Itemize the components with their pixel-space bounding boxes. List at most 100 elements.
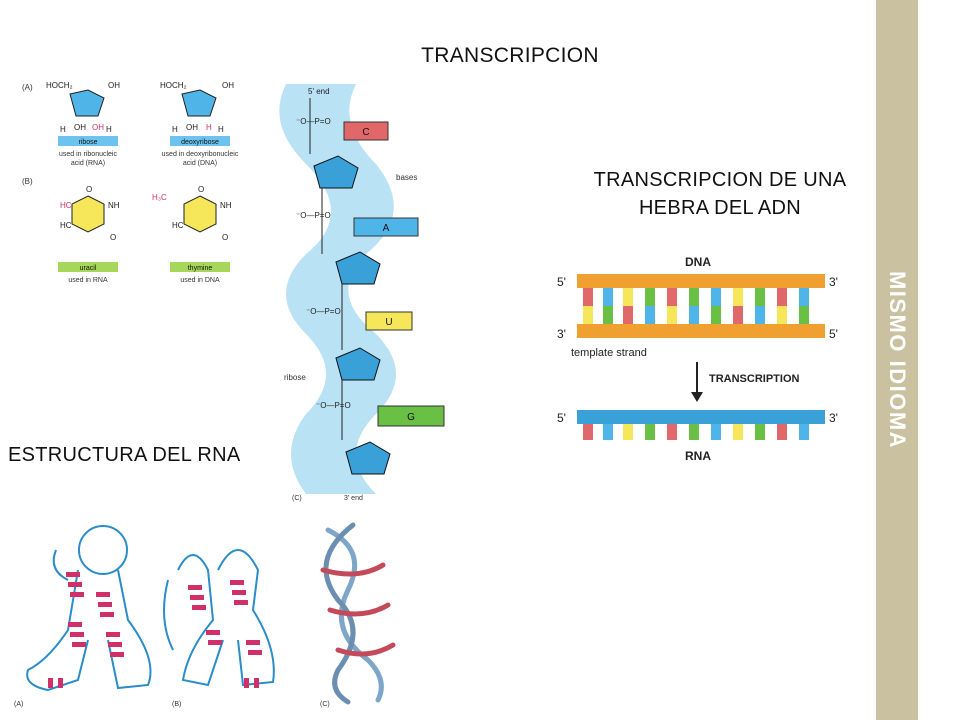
ribose-label: ribose bbox=[284, 373, 306, 382]
svg-text:OH: OH bbox=[186, 123, 198, 132]
sugar-2 bbox=[335, 251, 381, 285]
dna-top-3: 3' bbox=[829, 275, 838, 289]
svg-text:C: C bbox=[362, 127, 369, 138]
dna-top-strand bbox=[577, 274, 825, 288]
template-strand-label: template strand bbox=[571, 347, 647, 359]
svg-text:H: H bbox=[60, 125, 66, 134]
svg-text:⁻O—P=O: ⁻O—P=O bbox=[316, 401, 351, 410]
svg-text:HOCH₂: HOCH₂ bbox=[160, 81, 187, 90]
svg-text:used in RNA: used in RNA bbox=[68, 277, 108, 284]
deoxyribose-name-box bbox=[170, 136, 230, 146]
panel-c-label: (C) bbox=[292, 495, 302, 502]
three-end-label: 3' end bbox=[344, 495, 363, 502]
deoxyribose-structure: HOCH₂ OH H H OH H deoxyribose used in de… bbox=[160, 81, 239, 167]
page-title: TRANSCRIPCION bbox=[421, 44, 599, 67]
svg-text:⁻O—P=O: ⁻O—P=O bbox=[306, 307, 341, 316]
bases-label: bases bbox=[396, 173, 417, 182]
svg-text:acid (RNA): acid (RNA) bbox=[71, 160, 105, 167]
subtitle-line-2: HEBRA DEL ADN bbox=[638, 197, 802, 219]
rna-right-3: 3' bbox=[829, 411, 838, 425]
uracil-structure: O HC NH HC O uracil used in RNA bbox=[58, 185, 120, 284]
rna-bases bbox=[583, 424, 809, 440]
sugar-4 bbox=[345, 441, 391, 475]
svg-text:HC: HC bbox=[172, 221, 184, 230]
svg-text:used in ribonucleic: used in ribonucleic bbox=[59, 151, 117, 158]
panel-a-label: (A) bbox=[22, 83, 33, 92]
deoxyribose-ring bbox=[181, 89, 217, 117]
svg-text:used in deoxyribonucleic: used in deoxyribonucleic bbox=[162, 151, 239, 158]
svg-text:OH: OH bbox=[74, 123, 86, 132]
svg-text:OH: OH bbox=[92, 123, 104, 132]
side-banner: MISMO IDIOMA bbox=[876, 0, 918, 720]
subtitle-line-1: TRANSCRIPCION DE UNA bbox=[593, 169, 847, 191]
thymine-name-box bbox=[170, 262, 230, 272]
svg-text:HC: HC bbox=[60, 201, 72, 210]
svg-text:ribose: ribose bbox=[78, 139, 97, 146]
svg-text:deoxyribose: deoxyribose bbox=[181, 139, 219, 146]
sugars-bases-figure: (A) HOCH₂ OH H H OH OH ribose used in ri… bbox=[22, 81, 239, 284]
svg-text:thymine: thymine bbox=[188, 265, 213, 272]
base-a bbox=[353, 217, 419, 237]
dna-mid-5: 5' bbox=[829, 327, 838, 341]
rna-tertiary-c bbox=[320, 522, 396, 705]
panel-b-label: (B) bbox=[22, 177, 33, 186]
fold-b-label: (B) bbox=[172, 701, 181, 708]
structure-label: ESTRUCTURA DEL RNA bbox=[8, 444, 241, 466]
dna-top-5: 5' bbox=[557, 275, 566, 289]
svg-text:NH: NH bbox=[108, 201, 120, 210]
uracil-ring bbox=[71, 195, 105, 233]
base-c bbox=[343, 121, 389, 141]
rna-fold-a-pairs bbox=[48, 572, 124, 688]
dna-label: DNA bbox=[685, 255, 711, 269]
transcription-arrow-label: TRANSCRIPTION bbox=[709, 373, 800, 385]
svg-text:⁻O—P=O: ⁻O—P=O bbox=[296, 211, 331, 220]
svg-text:O: O bbox=[110, 233, 116, 242]
base-u bbox=[365, 311, 413, 331]
base-g bbox=[377, 405, 445, 427]
sugar-3 bbox=[335, 347, 381, 381]
svg-text:H₃C: H₃C bbox=[152, 193, 167, 202]
svg-text:O: O bbox=[222, 233, 228, 242]
svg-text:O: O bbox=[198, 185, 204, 194]
rna-fold-a bbox=[26, 525, 152, 692]
dna-template-strand bbox=[577, 324, 825, 338]
svg-text:HOCH₂: HOCH₂ bbox=[46, 81, 73, 90]
rna-fold-b bbox=[163, 549, 275, 687]
svg-text:NH: NH bbox=[220, 201, 232, 210]
rna-label: RNA bbox=[685, 449, 711, 463]
five-end-label: 5' end bbox=[308, 87, 330, 96]
transcription-arrowhead bbox=[691, 392, 703, 402]
dna-base-pairs bbox=[583, 288, 809, 324]
svg-text:H: H bbox=[172, 125, 178, 134]
svg-text:G: G bbox=[407, 412, 415, 423]
ribose-name-box bbox=[58, 136, 118, 146]
svg-text:O: O bbox=[86, 185, 92, 194]
thymine-ring bbox=[183, 195, 217, 233]
rna-strand bbox=[577, 410, 825, 424]
svg-text:H: H bbox=[106, 125, 112, 134]
fold-c-label: (C) bbox=[320, 701, 330, 708]
transcription-diagram: DNA 5' 3' 3' 5' template strand TRANSCRI… bbox=[555, 246, 845, 466]
ribose-ring bbox=[69, 89, 105, 117]
ribose-structure: HOCH₂ OH H H OH OH ribose used in ribonu… bbox=[46, 81, 120, 167]
svg-text:acid (DNA): acid (DNA) bbox=[183, 160, 217, 167]
rna-fold-b-pairs bbox=[188, 580, 262, 688]
dna-mid-3: 3' bbox=[557, 327, 566, 341]
transcription-subtitle: TRANSCRIPCION DE UNA HEBRA DEL ADN bbox=[560, 166, 880, 222]
svg-text:HC: HC bbox=[60, 221, 72, 230]
rna-left-5: 5' bbox=[557, 411, 566, 425]
fold-a-label: (A) bbox=[14, 701, 23, 708]
svg-text:H: H bbox=[218, 125, 224, 134]
svg-text:H: H bbox=[206, 123, 212, 132]
svg-text:used in DNA: used in DNA bbox=[180, 277, 220, 284]
uracil-name-box bbox=[58, 262, 118, 272]
svg-text:OH: OH bbox=[108, 81, 120, 90]
svg-text:OH: OH bbox=[222, 81, 234, 90]
svg-text:A: A bbox=[383, 223, 390, 234]
sugar-1 bbox=[313, 155, 359, 189]
svg-text:⁻O—P=O: ⁻O—P=O bbox=[296, 117, 331, 126]
side-banner-text: MISMO IDIOMA bbox=[885, 270, 910, 450]
svg-text:uracil: uracil bbox=[80, 265, 97, 272]
svg-text:U: U bbox=[385, 317, 392, 328]
thymine-structure: O H₃C NH HC O thymine used in DNA bbox=[152, 185, 232, 284]
